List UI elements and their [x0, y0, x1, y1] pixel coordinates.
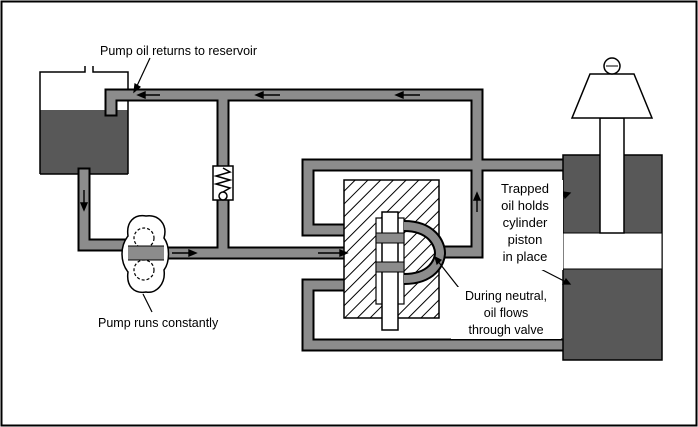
- svg-text:through valve: through valve: [468, 323, 543, 337]
- label-trapped-oil: Trapped oil holds cylinder piston in pla…: [487, 180, 563, 270]
- svg-text:oil flows: oil flows: [484, 306, 528, 320]
- label-neutral-flow: During neutral, oil flows through valve: [451, 287, 561, 339]
- lamp-shade-icon: [570, 57, 654, 119]
- reservoir: [39, 66, 129, 175]
- svg-text:During neutral,: During neutral,: [465, 289, 547, 303]
- piston-rod: [599, 117, 625, 234]
- arrow-left: [254, 90, 280, 100]
- arrow-right: [318, 248, 349, 258]
- arrow-left: [394, 90, 420, 100]
- cylinder-piston: [562, 232, 663, 270]
- callout-lines: [133, 57, 572, 313]
- arrow-left: [136, 90, 160, 100]
- hydraulic-cylinder: [562, 117, 663, 361]
- spring-relief-valve-icon: [212, 165, 234, 201]
- arrow-up: [472, 191, 482, 212]
- label-pump: Pump runs constantly: [98, 316, 219, 330]
- arrow-right: [172, 248, 198, 258]
- flow-arrows: [79, 90, 482, 258]
- label-return: Pump oil returns to reservoir: [100, 44, 257, 58]
- arrow-down: [79, 190, 89, 212]
- svg-text:piston: piston: [508, 232, 543, 247]
- control-valve: [343, 179, 447, 331]
- gear-pump-icon: [121, 214, 170, 294]
- svg-text:oil holds: oil holds: [501, 198, 549, 213]
- svg-text:in place: in place: [503, 249, 548, 264]
- svg-text:Trapped: Trapped: [501, 181, 549, 196]
- svg-text:cylinder: cylinder: [503, 215, 548, 230]
